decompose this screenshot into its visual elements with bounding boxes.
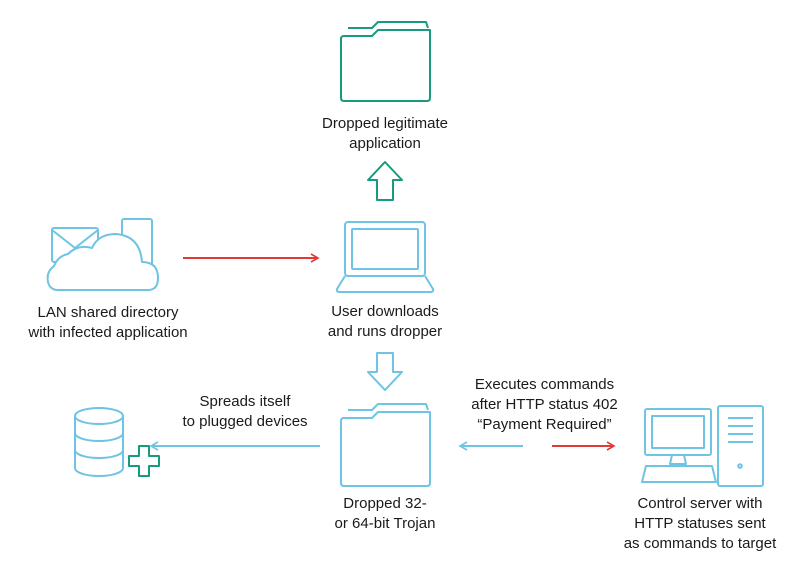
laptop-icon <box>335 221 435 293</box>
database-icon <box>74 407 124 477</box>
folder-blue-icon <box>340 403 431 487</box>
lan-shared-directory-icon <box>46 218 159 291</box>
folder-green-icon <box>340 21 431 102</box>
trojan-label: Dropped 32- or 64-bit Trojan <box>334 495 436 532</box>
control-server-label: Control server with HTTP statuses sent a… <box>623 495 777 552</box>
plus-icon <box>128 445 160 477</box>
spread-edge-label: Spreads itself to plugged devices <box>182 393 308 430</box>
control-server-icon <box>641 405 764 487</box>
user-laptop-label: User downloads and runs dropper <box>327 303 443 340</box>
dropped-app-label: Dropped legitimate application <box>322 115 448 152</box>
commands-edge-label: Executes commands after HTTP status 402 … <box>471 376 618 433</box>
lan-share-label: LAN shared directory with infected appli… <box>28 304 188 341</box>
down-arrow-blue-icon <box>367 352 403 391</box>
up-arrow-green-icon <box>367 161 403 201</box>
